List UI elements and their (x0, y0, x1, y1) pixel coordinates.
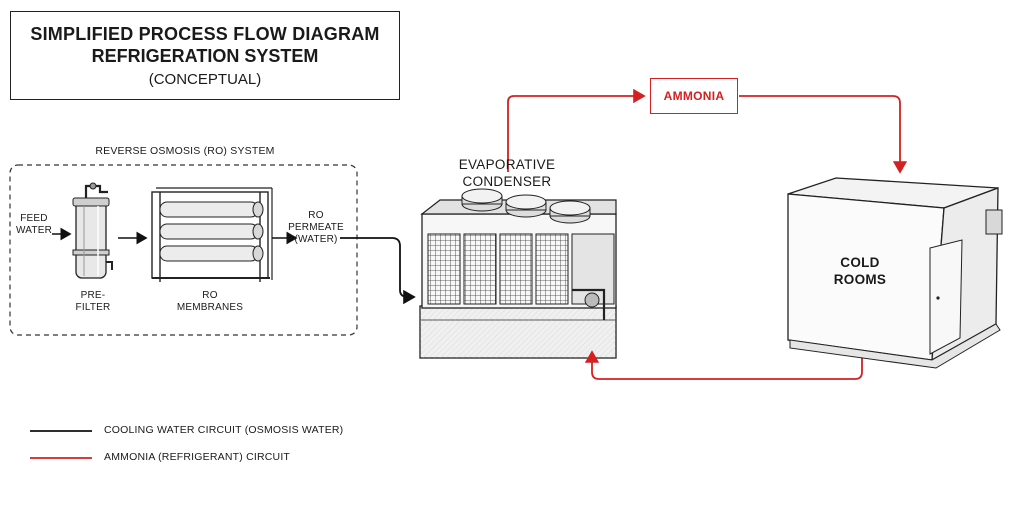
title-line-3: (CONCEPTUAL) (148, 71, 262, 88)
ammonia-line-to-box (507, 88, 646, 172)
feed-water-label: FEED WATER (14, 213, 54, 237)
legend-water-label: COOLING WATER CIRCUIT (OSMOSIS WATER) (104, 424, 344, 436)
legend-ammonia-label: AMMONIA (REFRIGERANT) CIRCUIT (104, 451, 291, 463)
condenser-label-line-2: CONDENSER (462, 174, 552, 189)
feed-water-label-line-2: WATER (16, 225, 52, 236)
ro-system-heading: REVERSE OSMOSIS (RO) SYSTEM (95, 145, 275, 157)
membranes-label: RO MEMBRANES (170, 290, 250, 314)
prefilter-label-line-1: PRE- (80, 290, 106, 301)
membranes-label-line-1: RO (202, 290, 218, 301)
feed-water-label-line-1: FEED (20, 213, 48, 224)
ro-membranes-icon (151, 187, 273, 282)
title-line-1: SIMPLIFIED PROCESS FLOW DIAGRAM (30, 24, 380, 44)
cold-room-icon (787, 177, 1003, 369)
ammonia-line-to-cold-rooms (739, 95, 908, 174)
condenser-label: EVAPORATIVE CONDENSER (442, 156, 572, 190)
permeate-label-line-2: PERMEATE (288, 222, 344, 233)
title-line-2: REFRIGERATION SYSTEM (91, 46, 319, 66)
membranes-label-line-2: MEMBRANES (176, 302, 244, 313)
condenser-label-line-1: EVAPORATIVE (458, 157, 556, 172)
ammonia-return-line (584, 350, 863, 380)
ro-system-boundary (9, 164, 358, 336)
cold-rooms-label: COLD ROOMS (820, 254, 900, 288)
permeate-to-condenser-line (340, 237, 416, 305)
prefilter-label-line-2: FILTER (75, 302, 111, 313)
prefilter-vessel-icon (72, 182, 113, 279)
permeate-label-line-1: RO (308, 210, 324, 221)
cold-rooms-label-line-2: ROOMS (833, 272, 887, 287)
title-box: SIMPLIFIED PROCESS FLOW DIAGRAM REFRIGER… (10, 11, 400, 100)
prefilter-label: PRE- FILTER (70, 290, 116, 314)
ammonia-box: AMMONIA (650, 78, 738, 114)
evaporative-condenser-icon (419, 188, 617, 359)
cold-rooms-label-line-1: COLD (840, 255, 880, 270)
permeate-label-line-3: (WATER) (294, 234, 338, 245)
permeate-label: RO PERMEATE (WATER) (285, 210, 347, 246)
